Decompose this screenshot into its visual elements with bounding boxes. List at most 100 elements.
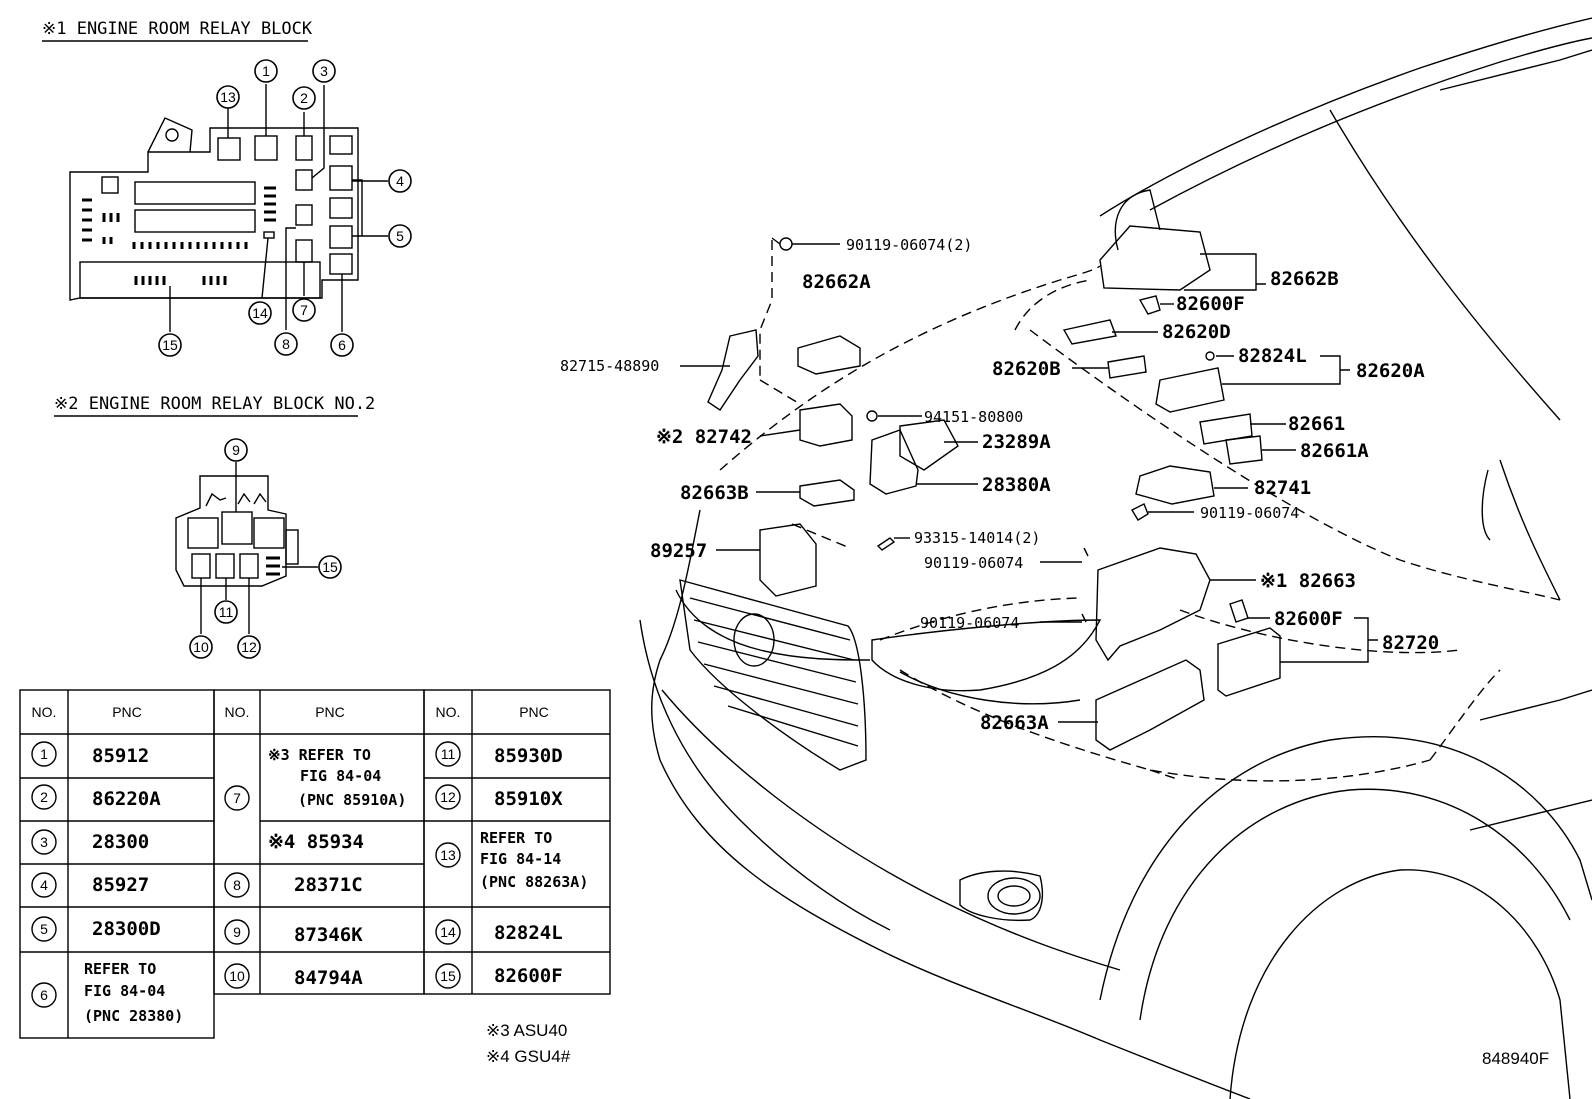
callout-15b: 15 <box>318 555 342 579</box>
svg-text:85930D: 85930D <box>494 745 563 767</box>
svg-text:13: 13 <box>220 89 236 105</box>
figure-id: 848940F <box>1482 1049 1549 1068</box>
svg-text:15: 15 <box>162 337 178 353</box>
relay-block-1-outline <box>69 127 359 301</box>
svg-text:(PNC 85910A): (PNC 85910A) <box>298 791 406 809</box>
svg-text:28300D: 28300D <box>92 918 161 940</box>
svg-text:9: 9 <box>232 442 240 458</box>
callout-11: 11 <box>214 600 238 624</box>
svg-text:FIG 84-14: FIG 84-14 <box>480 850 561 868</box>
callout-2: 2 <box>292 86 316 110</box>
svg-text:12: 12 <box>241 639 257 655</box>
svg-text:9: 9 <box>233 924 241 940</box>
svg-text:85910X: 85910X <box>494 788 563 810</box>
svg-text:7: 7 <box>233 790 241 806</box>
svg-text:REFER TO: REFER TO <box>480 829 552 847</box>
fog-light <box>987 877 1041 915</box>
label-94151: 94151-80800 <box>924 408 1023 426</box>
part-82620A <box>1155 367 1225 413</box>
label-82620D: 82620D <box>1162 321 1231 343</box>
callout-10: 10 <box>189 635 213 659</box>
label-82824L: 82824L <box>1238 345 1307 367</box>
svg-text:3: 3 <box>320 63 328 79</box>
grille <box>679 579 867 771</box>
table-row-3: 3 28300 <box>31 829 149 855</box>
callout-9: 9 <box>224 438 248 462</box>
note-asu40: ※3 ASU40 <box>486 1021 567 1040</box>
svg-text:7: 7 <box>300 302 308 318</box>
relay-block-2-section: ※2 ENGINE ROOM RELAY BLOCK NO.2 9 15 11 … <box>54 394 375 659</box>
svg-text:84794A: 84794A <box>294 967 363 989</box>
col1-no-header: NO. <box>32 704 57 720</box>
label-90119-low: 90119-06074 <box>920 614 1019 632</box>
note-gsu4: ※4 GSU4# <box>486 1047 571 1066</box>
label-82663: ※1 82663 <box>1260 570 1356 592</box>
part-82742 <box>799 403 853 447</box>
col3-no-header: NO. <box>436 704 461 720</box>
part-82663 <box>1095 547 1211 662</box>
svg-text:1: 1 <box>40 746 48 762</box>
svg-text:14: 14 <box>252 305 268 321</box>
svg-text:5: 5 <box>40 921 48 937</box>
label-82600F-top: 82600F <box>1176 293 1245 315</box>
svg-text:6: 6 <box>40 987 48 1003</box>
leader-lines <box>680 243 1378 723</box>
table-row-7: 7 ※3 REFER TO FIG 84-04 (PNC 85910A) ※4 … <box>224 746 406 853</box>
col3-pnc-header: PNC <box>519 704 549 720</box>
label-82742: ※2 82742 <box>656 426 752 448</box>
svg-text:4: 4 <box>396 173 404 189</box>
label-82741: 82741 <box>1254 477 1311 499</box>
label-93315: 93315-14014(2) <box>914 529 1040 547</box>
svg-text:※3 REFER TO: ※3 REFER TO <box>268 746 371 764</box>
label-90119-mid: 90119-06074 <box>924 554 1023 572</box>
svg-text:3: 3 <box>40 834 48 850</box>
callout-14: 14 <box>248 301 272 325</box>
callout-8: 8 <box>274 332 298 356</box>
part-82720 <box>1217 627 1281 697</box>
table-row-10: 10 84794A <box>224 963 363 989</box>
svg-text:28300: 28300 <box>92 831 149 853</box>
part-82663A <box>1095 659 1205 751</box>
part-28380A <box>869 429 919 495</box>
svg-text:82824L: 82824L <box>494 922 563 944</box>
label-90119-right: 90119-06074 <box>1200 504 1299 522</box>
col2-no-header: NO. <box>225 704 250 720</box>
emblem <box>733 613 775 667</box>
label-82620A: 82620A <box>1356 360 1425 382</box>
table-row-6: 6 REFER TO FIG 84-04 (PNC 28380) <box>31 960 183 1025</box>
svg-text:8: 8 <box>282 336 290 352</box>
svg-text:REFER TO: REFER TO <box>84 960 156 978</box>
callout-4: 4 <box>388 169 412 193</box>
svg-text:4: 4 <box>40 877 48 893</box>
svg-text:85927: 85927 <box>92 874 149 896</box>
svg-text:10: 10 <box>229 968 245 984</box>
label-28380A: 28380A <box>982 474 1051 496</box>
svg-text:87346K: 87346K <box>294 924 363 946</box>
callout-6: 6 <box>330 333 354 357</box>
label-82661A: 82661A <box>1300 440 1369 462</box>
svg-text:15: 15 <box>440 968 456 984</box>
relay-block-1-callouts: 13 1 2 3 4 5 7 14 8 6 15 <box>158 59 412 357</box>
callout-7: 7 <box>292 298 316 322</box>
label-82663B: 82663B <box>680 482 749 504</box>
part-82661A <box>1225 435 1263 465</box>
callout-1: 1 <box>254 59 278 83</box>
svg-text:(PNC 28380): (PNC 28380) <box>84 1007 183 1025</box>
svg-text:86220A: 86220A <box>92 788 161 810</box>
col1-pnc-header: PNC <box>112 704 142 720</box>
part-labels: 90119-06074(2) 82662A 82715-48890 ※2 827… <box>560 236 1439 734</box>
label-23289A: 23289A <box>982 431 1051 453</box>
part-82620D <box>1062 319 1117 345</box>
part-82662B <box>1099 225 1211 291</box>
part-82715 <box>707 329 759 411</box>
callout-3: 3 <box>312 59 336 83</box>
svg-text:11: 11 <box>219 604 234 620</box>
label-89257: 89257 <box>650 540 707 562</box>
